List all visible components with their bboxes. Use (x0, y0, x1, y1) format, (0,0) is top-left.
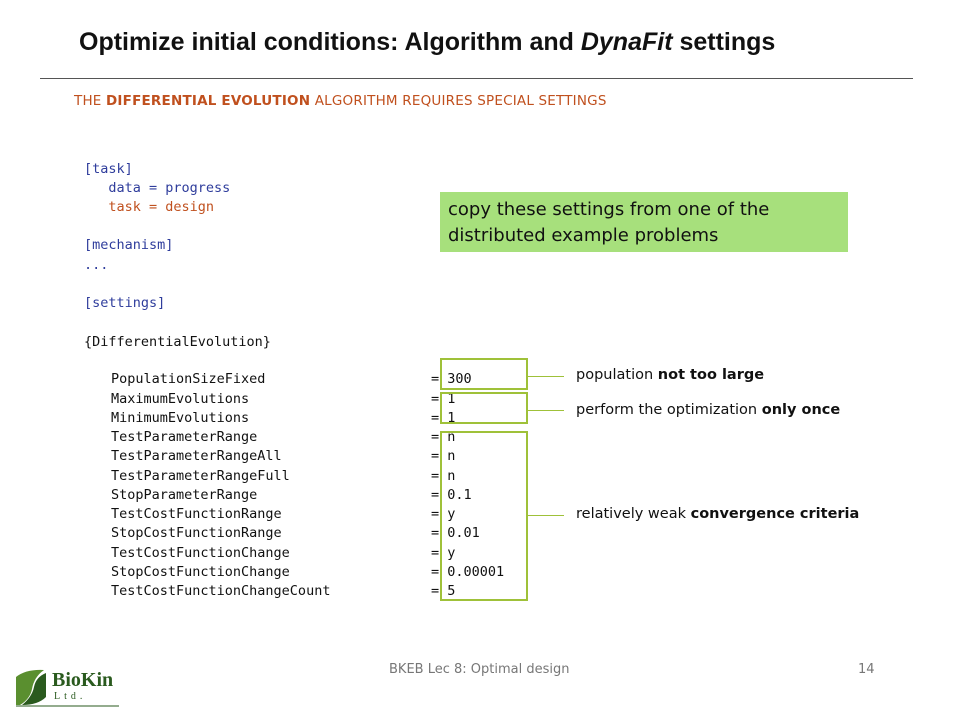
param-name: MaximumEvolutions (111, 391, 250, 407)
note-once: perform the optimization only once (576, 402, 841, 418)
subtitle: THE DIFFERENTIAL EVOLUTION ALGORITHM REQ… (74, 93, 607, 109)
code-task-line: task = design (84, 199, 215, 215)
callout-line-1: copy these settings from one of the (448, 199, 770, 220)
param-name: StopParameterRange (111, 487, 258, 503)
param-value: = n (431, 448, 456, 464)
param-name: StopCostFunctionRange (111, 525, 282, 541)
code-mechanism-header: [mechanism] (84, 237, 174, 253)
connector-line (528, 376, 564, 377)
code-settings-header: [settings] (84, 295, 166, 311)
param-name: StopCostFunctionChange (111, 564, 290, 580)
param-name: TestParameterRangeFull (111, 468, 290, 484)
page-number: 14 (858, 662, 875, 677)
biokin-logo-icon (16, 669, 119, 707)
highlight-box-population (440, 358, 528, 390)
connector-line (528, 515, 564, 516)
logo-name: BioKin (52, 669, 114, 691)
code-data-line: data = progress (84, 180, 231, 196)
param-value: = y (431, 545, 456, 561)
code-task-header: [task] (84, 161, 133, 177)
param-name: TestCostFunctionChangeCount (111, 583, 331, 599)
param-name: TestParameterRangeAll (111, 448, 282, 464)
param-value: = n (431, 468, 456, 484)
param-value: = y (431, 506, 456, 522)
param-name: TestCostFunctionRange (111, 506, 282, 522)
param-name: PopulationSizeFixed (111, 371, 266, 387)
param-value: = 0.1 (431, 487, 472, 503)
param-value: = 0.01 (431, 525, 480, 541)
callout-line-2: distributed example problems (448, 225, 719, 246)
highlight-box-evolutions (440, 392, 528, 424)
note-convergence: relatively weak convergence criteria (576, 506, 860, 522)
param-value: = n (431, 429, 456, 445)
param-value: = 300 (431, 371, 472, 387)
param-value: = 1 (431, 410, 456, 426)
highlight-box-convergence (440, 431, 528, 601)
page-title: Optimize initial conditions: Algorithm a… (79, 28, 776, 56)
footer-title: BKEB Lec 8: Optimal design (389, 662, 570, 677)
param-name: TestCostFunctionChange (111, 545, 290, 561)
param-name: TestParameterRange (111, 429, 258, 445)
code-ellipsis: ... (84, 257, 109, 273)
connector-line (528, 410, 564, 411)
param-value: = 0.00001 (431, 564, 505, 580)
callout-box: copy these settings from one of the dist… (440, 192, 848, 252)
code-de-header: {DifferentialEvolution} (84, 334, 271, 350)
param-value: = 5 (431, 583, 456, 599)
param-name: MinimumEvolutions (111, 410, 250, 426)
note-population: population not too large (576, 367, 765, 383)
logo-sub: Ltd. (54, 691, 87, 702)
title-divider (40, 78, 913, 79)
param-value: = 1 (431, 391, 456, 407)
